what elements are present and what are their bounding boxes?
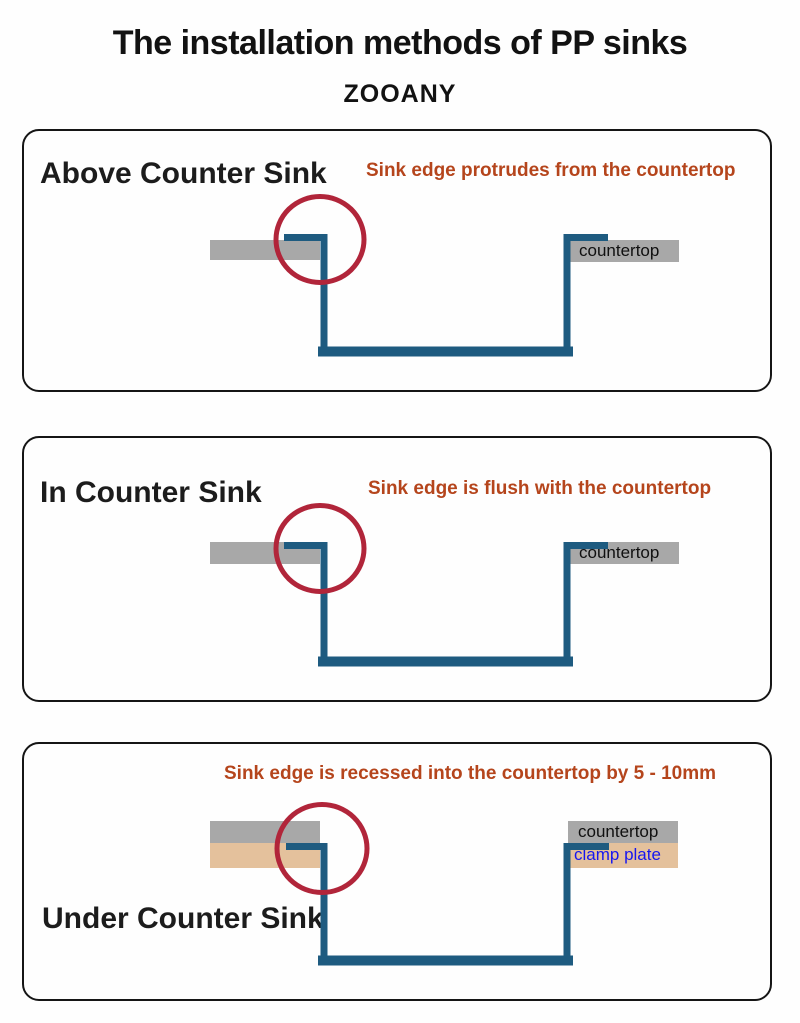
panel-title: Above Counter Sink [40, 157, 327, 190]
sink-outline [284, 542, 608, 664]
page-title: The installation methods of PP sinks [112, 24, 688, 62]
panel-under-counter-sink: Sink edge is recessed into the counterto… [22, 742, 772, 1001]
clamp-plate-label: clamp plate [574, 845, 661, 864]
panel-title: Under Counter Sink [42, 902, 324, 935]
sink-outline [284, 234, 608, 354]
panel-in-counter-sink: In Counter Sink Sink edge is flush with … [22, 436, 772, 702]
clamp-plate-bar-left [210, 843, 320, 868]
countertop-label: countertop [578, 822, 659, 841]
sink-outline [286, 843, 609, 963]
countertop-bar-left [210, 240, 320, 260]
panel-caption: Sink edge is flush with the countertop [368, 478, 712, 499]
panel-title: In Counter Sink [40, 476, 262, 509]
countertop-bar-left [210, 542, 320, 564]
countertop-bar-right: countertop [568, 821, 678, 843]
countertop-bar-left [210, 821, 320, 843]
countertop-bar-right: countertop [569, 240, 679, 262]
panel-caption: Sink edge protrudes from the countertop [366, 160, 736, 181]
panel-caption: Sink edge is recessed into the counterto… [224, 763, 717, 784]
countertop-bar-right: countertop [569, 542, 679, 564]
clamp-plate-bar-right: clamp plate [568, 843, 678, 868]
countertop-label: countertop [579, 543, 660, 562]
countertop-label: countertop [579, 241, 660, 260]
brand-name: ZOOANY [343, 80, 457, 108]
panel-above-counter-sink: Above Counter Sink Sink edge protrudes f… [22, 129, 772, 392]
